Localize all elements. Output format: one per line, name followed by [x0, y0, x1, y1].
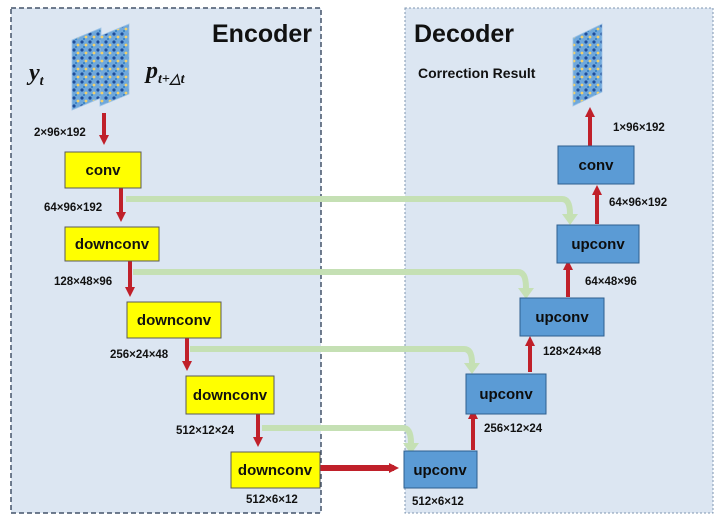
encoder-block-2: downconv [64, 226, 160, 262]
decoder-dim-3: 128×24×48 [543, 346, 602, 358]
decoder-block-4-label: upconv [571, 236, 625, 253]
encoder-dim-4: 256×24×48 [110, 349, 169, 361]
flow-arrows [99, 107, 602, 473]
skip-arrowhead-1 [562, 214, 578, 225]
encoder-block-4: downconv [185, 375, 275, 415]
encoder-block-2-label: downconv [75, 236, 150, 253]
skip-connection-1 [126, 196, 573, 215]
decoder-block-4: upconv [556, 224, 640, 264]
encoder-block-3: downconv [126, 301, 222, 339]
skip-connections [126, 196, 573, 444]
encoder-dim-5: 512×12×24 [176, 425, 235, 437]
decoder-block-5: conv [557, 145, 635, 185]
skip-arrowhead-3 [464, 363, 480, 374]
decoder-block-5-label: conv [578, 157, 614, 174]
decoder-dim-5: 64×96×192 [609, 197, 667, 209]
encoder-dim-6: 512×6×12 [246, 494, 298, 506]
decoder-block-3-label: upconv [535, 309, 589, 326]
encoder-block-1: conv [64, 151, 142, 189]
encoder-block-5: downconv [230, 451, 321, 489]
skip-connection-3 [190, 346, 475, 364]
skip-arrowhead-4 [403, 443, 419, 454]
encoder-block-1-label: conv [85, 162, 121, 179]
correction-result-image [572, 23, 603, 107]
decoder-block-3: upconv [519, 297, 605, 337]
decoder-block-2: upconv [465, 373, 547, 415]
input-y-label: yt [26, 60, 45, 89]
skip-arrowhead-2 [518, 288, 534, 299]
skip-connection-4 [262, 425, 414, 444]
encoder-title: Encoder [212, 20, 312, 48]
decoder-dim-1: 512×6×12 [412, 496, 464, 508]
skip-connection-2 [133, 269, 529, 289]
encoder-dim-1: 2×96×192 [34, 127, 86, 139]
encoder-dim-2: 64×96×192 [44, 202, 102, 214]
decoder-dim-4: 64×48×96 [585, 276, 637, 288]
input-field-images [71, 23, 130, 111]
encoder-block-3-label: downconv [137, 312, 212, 329]
decoder-block-2-label: upconv [479, 386, 533, 403]
input-p-label: pt+△t [144, 58, 186, 87]
decoder-block-1-label: upconv [413, 462, 467, 479]
correction-result-label: Correction Result [418, 65, 536, 81]
encoder-block-4-label: downconv [193, 387, 268, 404]
encoder-dim-3: 128×48×96 [54, 276, 112, 288]
decoder-block-1: upconv [403, 450, 478, 489]
decoder-dim-2: 256×12×24 [484, 423, 543, 435]
decoder-dim-6: 1×96×192 [613, 122, 665, 134]
decoder-title: Decoder [414, 20, 514, 48]
encoder-block-5-label: downconv [238, 462, 313, 479]
